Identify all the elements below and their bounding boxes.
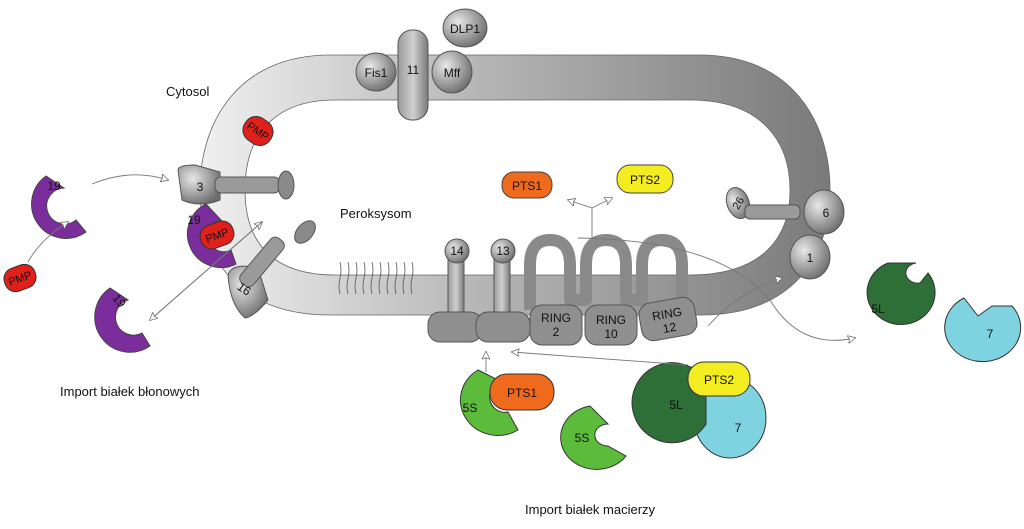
mff-label: Mff: [444, 66, 461, 80]
pex13-base: [475, 311, 531, 343]
ring10-protein: [584, 304, 638, 346]
pex11-protein: [397, 29, 429, 121]
pex26-label: 26: [731, 195, 748, 212]
ring2-protein: [529, 304, 583, 346]
pex19-free-bottom: 19: [94, 287, 151, 353]
membrane-import-arrows: [27, 175, 262, 320]
export-complex: 26 6 1: [725, 187, 845, 280]
pex5s-free-label: 5S: [575, 431, 590, 445]
pmp-free: PMP: [3, 263, 37, 293]
fission-complex: DLP1 11 Fis1 Mff: [355, 8, 488, 121]
dlp1-protein: [442, 8, 488, 48]
pts2-internal-label: PTS2: [630, 173, 660, 187]
fis1-protein: [355, 52, 397, 92]
pex14-head: [444, 238, 470, 264]
pts1-bound-label: PTS1: [507, 386, 537, 400]
pex7-bound-label: 7: [735, 421, 742, 435]
pex16-protein: 16: [227, 220, 316, 319]
peroxisome-label: Peroksysom: [340, 206, 412, 221]
matrix-import-caption: Import białek macierzy: [525, 502, 656, 517]
matrix-import-arrows: [486, 352, 689, 372]
pmp-membrane: PMP: [242, 115, 274, 147]
pex13-head: [490, 238, 516, 264]
docking-complex: 14 13: [427, 238, 531, 343]
ring12-label-b: 12: [662, 320, 678, 336]
cytosol-label: Cytosol: [166, 84, 209, 99]
pex6-label: 6: [823, 206, 830, 220]
pex5l-bound-label: 5L: [669, 398, 683, 412]
pex5s-bound-label: 5S: [463, 401, 478, 415]
ring2-label-a: RING: [541, 311, 571, 325]
pex7-recycled: [944, 297, 1022, 363]
pex11-label: 11: [407, 63, 420, 77]
ring12-label-a: RING: [651, 305, 683, 324]
pex1-protein: [789, 234, 831, 280]
ring10-label-a: RING: [596, 313, 626, 327]
pex13-label: 13: [496, 244, 510, 258]
pex19-bound-label: 19: [187, 213, 201, 227]
pex7-recycled-label: 7: [987, 327, 994, 341]
pts2-internal: [616, 164, 674, 194]
mff-protein: [431, 50, 473, 94]
ring-complex: RING 2 RING 10 RING 12: [524, 234, 698, 346]
pex5l-pts2-pex7-complex: 7 5L PTS2: [631, 361, 767, 459]
pex14-label: 14: [450, 244, 464, 258]
ring2-label-b: 2: [553, 325, 560, 339]
pex5s-pts1-complex: 5S PTS1: [459, 369, 555, 436]
pex1-label: 1: [807, 251, 814, 265]
cargo-release-arrows: [568, 198, 855, 340]
pex5s-free: 5S: [560, 405, 627, 470]
pex19-top-label: 19: [47, 179, 61, 193]
pts2-bound-label: PTS2: [704, 373, 734, 387]
pex19-bound-complex: 19 PMP: [186, 203, 237, 269]
recycled-receptors: 5L 7: [866, 262, 1022, 363]
pex5l-recycled-label: 5L: [871, 302, 885, 316]
ring10-label-b: 10: [604, 327, 618, 341]
pts2-bound: [687, 361, 751, 397]
pex5l-bound: [631, 362, 707, 444]
internal-cargo: PTS1 PTS2: [501, 164, 674, 199]
fis1-label: Fis1: [365, 66, 388, 80]
pts1-bound: [489, 373, 555, 411]
pex6-protein: [803, 189, 845, 235]
pts1-internal: [501, 171, 553, 199]
pex3-label: 3: [197, 180, 204, 194]
pex3-protein: 3: [177, 164, 295, 205]
pts1-internal-label: PTS1: [512, 179, 542, 193]
ring12-protein: [638, 296, 698, 342]
membrane-import-caption: Import białek błonowych: [60, 384, 199, 399]
dlp1-label: DLP1: [450, 22, 480, 36]
pex14-base: [427, 311, 483, 343]
pex19-free-top: 19: [31, 175, 87, 239]
pex26-protein: [725, 187, 751, 219]
membrane-texture: [338, 261, 414, 295]
pex5l-recycled: [866, 262, 936, 326]
